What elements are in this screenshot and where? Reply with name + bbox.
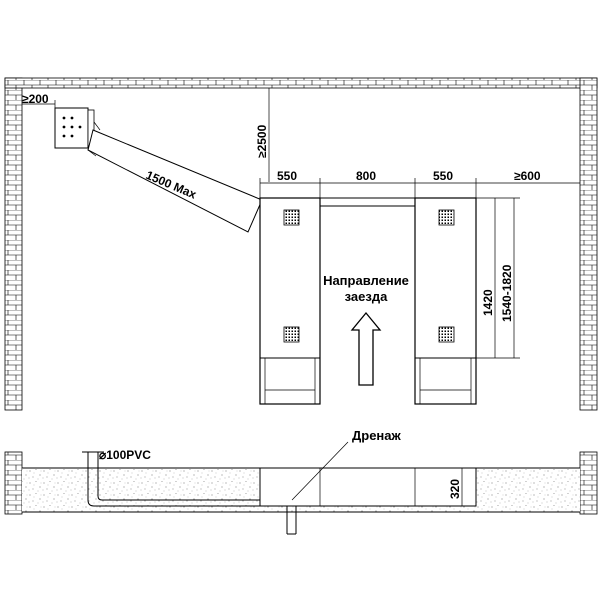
clearance-left-label: ≥200 (22, 92, 49, 106)
clearance-right-label: ≥600 (514, 169, 541, 183)
clearance-left-dim: ≥200 (22, 92, 56, 108)
clearance-top-label: ≥2500 (255, 124, 269, 158)
dim-inner-height: 1420 (481, 289, 495, 316)
direction-label-line1: Направление (323, 273, 409, 288)
section-view: ⌀100PVC Дренаж 320 (4, 428, 598, 535)
dim-right-post: 550 (433, 169, 453, 183)
dim-gap: 800 (356, 169, 376, 183)
wall-right (579, 77, 598, 411)
direction-label-line2: заезда (345, 289, 388, 304)
height-dims: 1420 1540-1820 (476, 197, 520, 359)
plan-view: ≥200 1500 Max ≥2500 550 800 550 ≥600 (4, 77, 598, 411)
clearance-top-dim: ≥2500 (255, 88, 270, 182)
depth-dim: 320 (448, 467, 476, 507)
right-post (414, 197, 477, 405)
left-post (259, 197, 321, 405)
hose-boom: 1500 Max (87, 121, 263, 233)
wall-left (4, 77, 23, 411)
pvc-pipe: ⌀100PVC (82, 448, 260, 507)
dim-outer-height: 1540-1820 (500, 264, 514, 322)
gantry-beam (319, 197, 416, 207)
foundation-pit (259, 467, 477, 507)
dim-left-post: 550 (277, 169, 297, 183)
drain-label: Дренаж (352, 428, 402, 443)
wall-top (4, 77, 598, 89)
drain: Дренаж (286, 428, 402, 535)
direction-arrow-icon (350, 311, 382, 386)
depth-label: 320 (448, 479, 462, 499)
width-dims: 550 800 550 ≥600 (259, 169, 580, 198)
control-box (54, 107, 95, 149)
section-wall-right (579, 451, 598, 515)
section-wall-left (4, 451, 23, 515)
pipe-label: ⌀100PVC (99, 448, 151, 462)
